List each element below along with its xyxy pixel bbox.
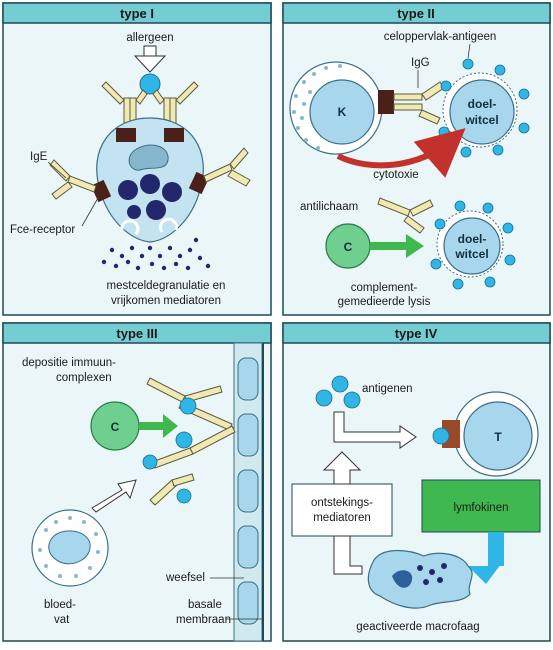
- deposition-label-line2: complexen: [56, 372, 112, 384]
- panel-type-3-title-band: [2, 322, 272, 344]
- immune-complex-antigens: [142, 397, 197, 504]
- lysis-label-line1: complement-: [351, 282, 418, 294]
- panel-type-1: type I allergeen: [2, 2, 272, 316]
- allergen-label: allergeen: [126, 32, 173, 44]
- panel-type-2: type II celoppervlak-antigeen IgG K: [282, 2, 551, 316]
- allergen-arrow-shaft: [143, 45, 157, 57]
- igg-antibody: [393, 81, 445, 125]
- tissue-cells: [237, 357, 259, 625]
- granule: [162, 182, 182, 202]
- antibody-label: antilichaam: [300, 201, 358, 213]
- target-cell-2: [443, 217, 501, 275]
- blood-vessel-lumen: [48, 530, 91, 565]
- antigen-to-t-cell-arrow: [333, 411, 417, 449]
- bound-antigen: [432, 427, 450, 445]
- t-cell: [463, 401, 533, 471]
- macrophage-label: geactiveerde macrofaag: [356, 621, 479, 633]
- lymphokines-box: [421, 479, 541, 533]
- cytotoxicity-arrow: [336, 128, 466, 178]
- type1-caption-line2: vrijkomen mediatoren: [111, 295, 221, 307]
- fce-receptor-top-left: [116, 128, 136, 142]
- granule: [146, 200, 166, 220]
- ige-label: IgE: [30, 151, 48, 163]
- igg-label: IgG: [411, 57, 430, 69]
- k-cell-receptor: [378, 90, 394, 114]
- membrane-label-line2: membraan: [176, 614, 231, 626]
- degranulation-opening: [158, 217, 178, 233]
- macrophage-to-mediators-arrow: [333, 535, 363, 575]
- ige-free-left: [49, 159, 97, 200]
- surface-antigen-leader: [467, 43, 471, 59]
- complement-type3-arrow-shaft: [139, 422, 163, 430]
- complement-arrow-head: [406, 234, 424, 258]
- target-cell-2-antigens: [430, 200, 516, 290]
- surface-antigen-label: celoppervlak-antigeen: [384, 31, 497, 43]
- fce-receptor-label: Fce-receptor: [10, 224, 75, 236]
- complement-c-type3-label: C: [111, 420, 120, 434]
- target-cell-1: [449, 79, 515, 145]
- vessel-to-tissue-arrow: [91, 479, 137, 513]
- inflammation-mediators-box: [291, 483, 393, 537]
- k-cell-nucleus: [309, 79, 375, 145]
- antigens-label: antigenen: [362, 383, 413, 395]
- blood-vessel-particles: [38, 516, 100, 578]
- panel-type-4-title: type IV: [395, 326, 438, 341]
- panel-type-1-title-band: [2, 2, 272, 24]
- degranulation-opening: [120, 219, 140, 235]
- granule: [127, 205, 141, 219]
- target-cell-1-label-line1: doel-: [468, 97, 497, 111]
- antigen-cluster: [315, 375, 361, 409]
- granule: [140, 174, 160, 194]
- free-antibody: [377, 197, 434, 234]
- macrophage-nucleus: [392, 570, 413, 588]
- lysis-label-line2: gemedieerde lysis: [338, 296, 431, 308]
- panel-type-3: type III depositie immuun- complexen: [2, 322, 272, 642]
- inflammation-label-line2: mediatoren: [313, 512, 371, 524]
- allergen-particle: [139, 73, 161, 95]
- blood-vessel-label-line2: vat: [54, 614, 70, 626]
- complement-type3-arrow-head: [163, 414, 178, 438]
- mast-cell-nucleus: [128, 144, 169, 171]
- panel-type-4-title-band: [282, 322, 551, 344]
- panel-type-3-title: type III: [116, 326, 157, 341]
- panel-type-3-frame: [2, 322, 272, 642]
- t-cell-label: T: [494, 430, 502, 444]
- cytotoxicity-label: cytotoxie: [373, 169, 418, 181]
- k-cell-granules: [292, 64, 342, 150]
- target-cell-2-label-line1: doel-: [458, 232, 487, 246]
- ige-leader: [47, 161, 67, 179]
- lymphokines-label: lymfokinen: [454, 502, 509, 514]
- allergen-arrow-head: [133, 55, 167, 73]
- membrane-label-line1: basale: [188, 599, 222, 611]
- lymphokines-arrow-head: [468, 560, 504, 584]
- tissue-label: weefsel: [165, 572, 205, 584]
- inflammation-label-line1: ontstekings-: [311, 497, 373, 509]
- target-cell-2-label-line2: witcel: [454, 247, 488, 261]
- panel-type-2-title: type II: [397, 6, 435, 21]
- target-cell-1-label-line2: witcel: [464, 113, 498, 127]
- k-cell-label: K: [338, 105, 347, 119]
- immune-complexes: [146, 377, 236, 506]
- inflammation-up-arrow: [322, 451, 362, 485]
- granule: [118, 180, 138, 200]
- released-mediators: [101, 237, 211, 271]
- complement-arrow-shaft: [370, 242, 406, 250]
- fce-receptor-leader: [81, 197, 99, 227]
- blood-vessel-label-line1: bloed-: [44, 599, 76, 611]
- ige-free-right: [203, 147, 251, 187]
- panel-type-1-title: type I: [120, 6, 154, 21]
- panel-type-4: type IV antigenen T lymfokinen ontstekin…: [282, 322, 551, 642]
- fce-receptor-top-right: [164, 128, 184, 142]
- type1-caption-line1: mestceldegranulatie en: [107, 280, 226, 292]
- macrophage-granules: [417, 563, 447, 585]
- panel-type-2-title-band: [282, 2, 551, 24]
- complement-c-type2-label: C: [344, 240, 353, 254]
- lymphokines-arrow-shaft: [488, 532, 504, 566]
- deposition-label-line1: depositie immuun-: [22, 357, 116, 369]
